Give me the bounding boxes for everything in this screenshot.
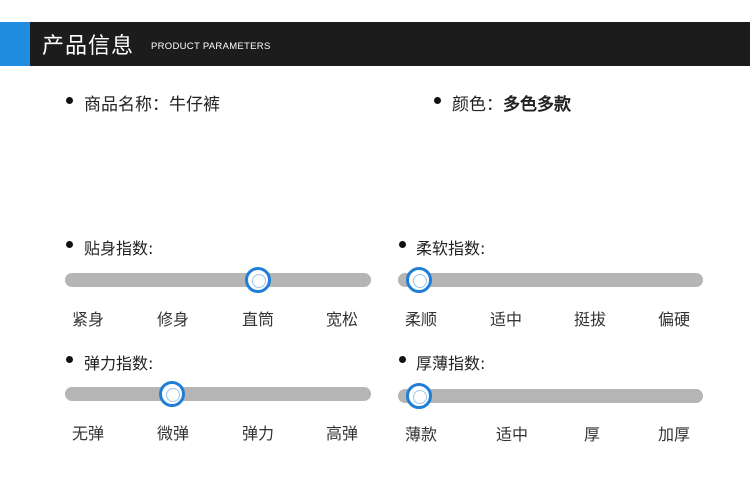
thickness-index-track — [398, 389, 703, 403]
bullet-dot — [434, 97, 441, 104]
product-color-value: 多色多款 — [503, 95, 571, 115]
elasticity-index-label: 弹力指数: — [84, 354, 154, 373]
softness-index-track — [398, 273, 703, 287]
bullet-dot — [66, 241, 73, 248]
elasticity-option: 高弹 — [325, 424, 358, 443]
section-subtitle: PRODUCT PARAMETERS — [151, 41, 271, 52]
product-name: 商品名称：牛仔裤 — [84, 90, 220, 115]
fit-index-knob — [244, 267, 271, 293]
fit-index-label: 贴身指数: — [84, 239, 154, 258]
bullet-dot — [66, 356, 73, 363]
header-accent-block — [0, 22, 30, 66]
header-bar — [30, 22, 750, 66]
elasticity-option: 弹力 — [241, 424, 274, 443]
product-name-label: 商品名称： — [84, 95, 169, 115]
thickness-option: 薄款 — [404, 425, 437, 444]
section-title: 产品信息 — [42, 34, 135, 59]
thickness-option: 厚 — [583, 425, 600, 444]
softness-index-label: 柔软指数: — [416, 239, 486, 258]
thickness-index-label: 厚薄指数: — [416, 354, 486, 373]
fit-index-track — [65, 273, 371, 287]
thickness-option: 适中 — [495, 425, 528, 444]
softness-index-knob — [406, 267, 433, 293]
bullet-dot — [399, 356, 406, 363]
fit-option: 修身 — [156, 310, 189, 329]
elasticity-index-track — [65, 387, 371, 401]
product-color: 颜色：多色多款 — [452, 90, 571, 115]
section-header: 产品信息 PRODUCT PARAMETERS — [0, 22, 750, 66]
elasticity-option: 微弹 — [156, 424, 189, 443]
thickness-index-knob — [406, 383, 433, 409]
fit-option: 直筒 — [241, 310, 274, 329]
softness-option: 适中 — [489, 310, 522, 329]
elasticity-index-knob — [159, 381, 186, 407]
product-name-value: 牛仔裤 — [169, 95, 220, 115]
softness-option: 偏硬 — [657, 310, 690, 329]
bullet-dot — [66, 97, 73, 104]
fit-option: 紧身 — [71, 310, 104, 329]
fit-option: 宽松 — [325, 310, 358, 329]
bullet-dot — [399, 241, 406, 248]
softness-option: 柔顺 — [404, 310, 437, 329]
thickness-option: 加厚 — [657, 425, 690, 444]
softness-option: 挺拔 — [573, 310, 606, 329]
product-color-label: 颜色： — [452, 95, 503, 115]
elasticity-option: 无弹 — [71, 424, 104, 443]
